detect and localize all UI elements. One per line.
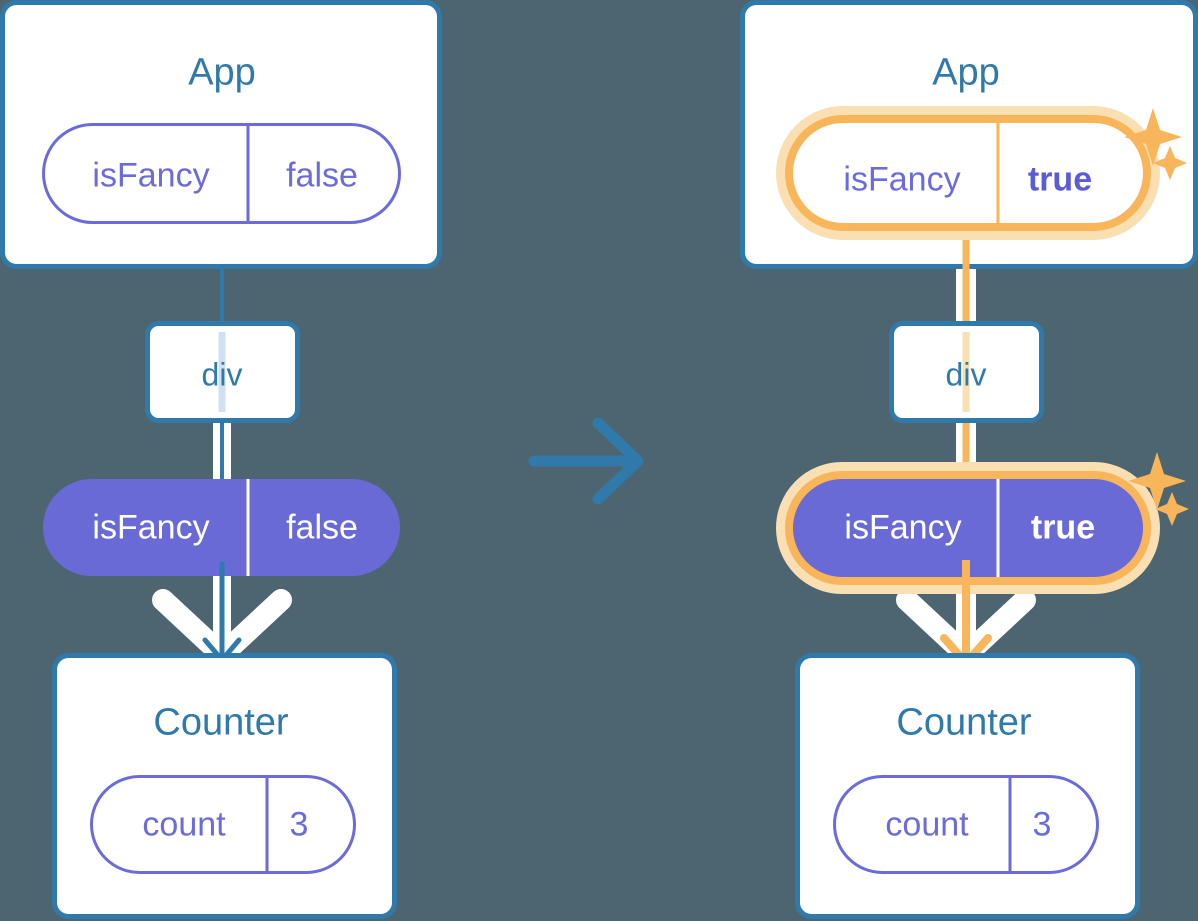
right-app-state-pill-ring bbox=[785, 115, 1151, 231]
left-counter-state-pill bbox=[90, 775, 356, 874]
sparkle-icon-app bbox=[1124, 108, 1187, 180]
right-counter-state-pill bbox=[833, 775, 1099, 874]
left-app-state-pill bbox=[42, 123, 401, 224]
sparkle-icon-prop bbox=[1128, 452, 1189, 526]
left-prop-pill bbox=[43, 479, 400, 576]
transition-arrow-right-icon bbox=[528, 417, 644, 505]
right-app-state-pill-glow bbox=[776, 106, 1160, 240]
